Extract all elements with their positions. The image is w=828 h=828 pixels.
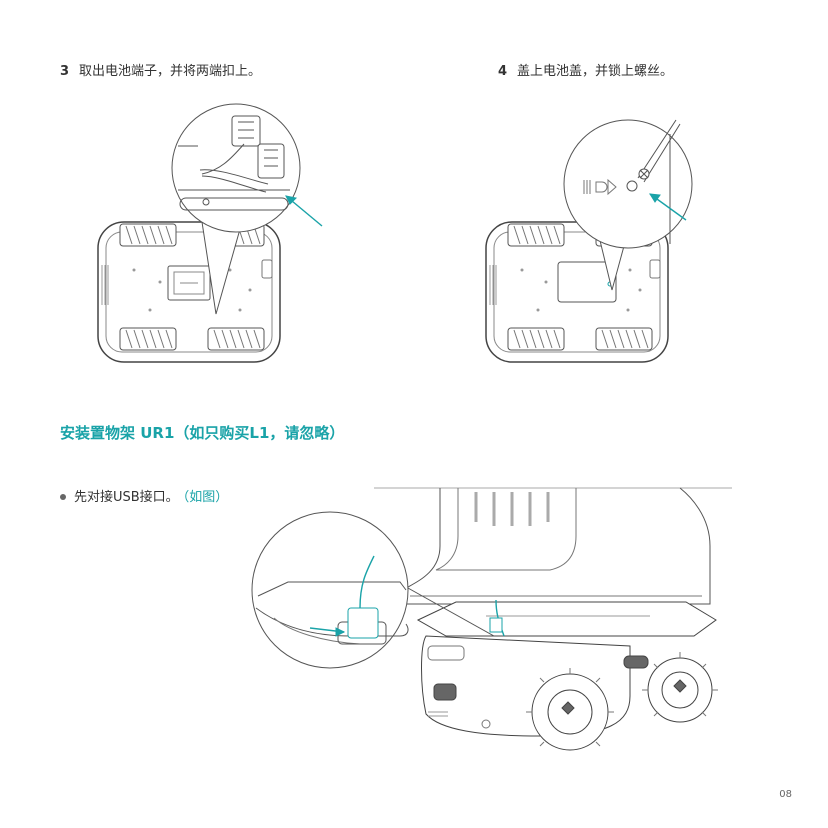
bullet-note: （如图） (182, 490, 229, 505)
step-4-number: 4 (498, 64, 508, 79)
battery-cover-illustration (485, 119, 693, 363)
step-4-instruction: 4 盖上电池盖，并锁上螺丝。 (498, 60, 673, 79)
step-3-instruction: 3 取出电池端子，并将两端扣上。 (60, 60, 261, 79)
usb-connection-illustration (251, 487, 732, 751)
step-3-number: 3 (60, 64, 70, 79)
battery-terminal-illustration (97, 103, 323, 363)
bullet-item: 先对接USB接口。（如图） (60, 486, 228, 505)
bullet-dot-icon (60, 493, 66, 500)
bullet-text: 先对接USB接口。 (74, 490, 179, 505)
step-3-text: 取出电池端子，并将两端扣上。 (79, 64, 262, 79)
section-title: 安装置物架 UR1（如只购买L1，请忽略） (60, 424, 345, 442)
step-4-text: 盖上电池盖，并锁上螺丝。 (517, 64, 674, 79)
page-number: 08 (779, 789, 792, 800)
